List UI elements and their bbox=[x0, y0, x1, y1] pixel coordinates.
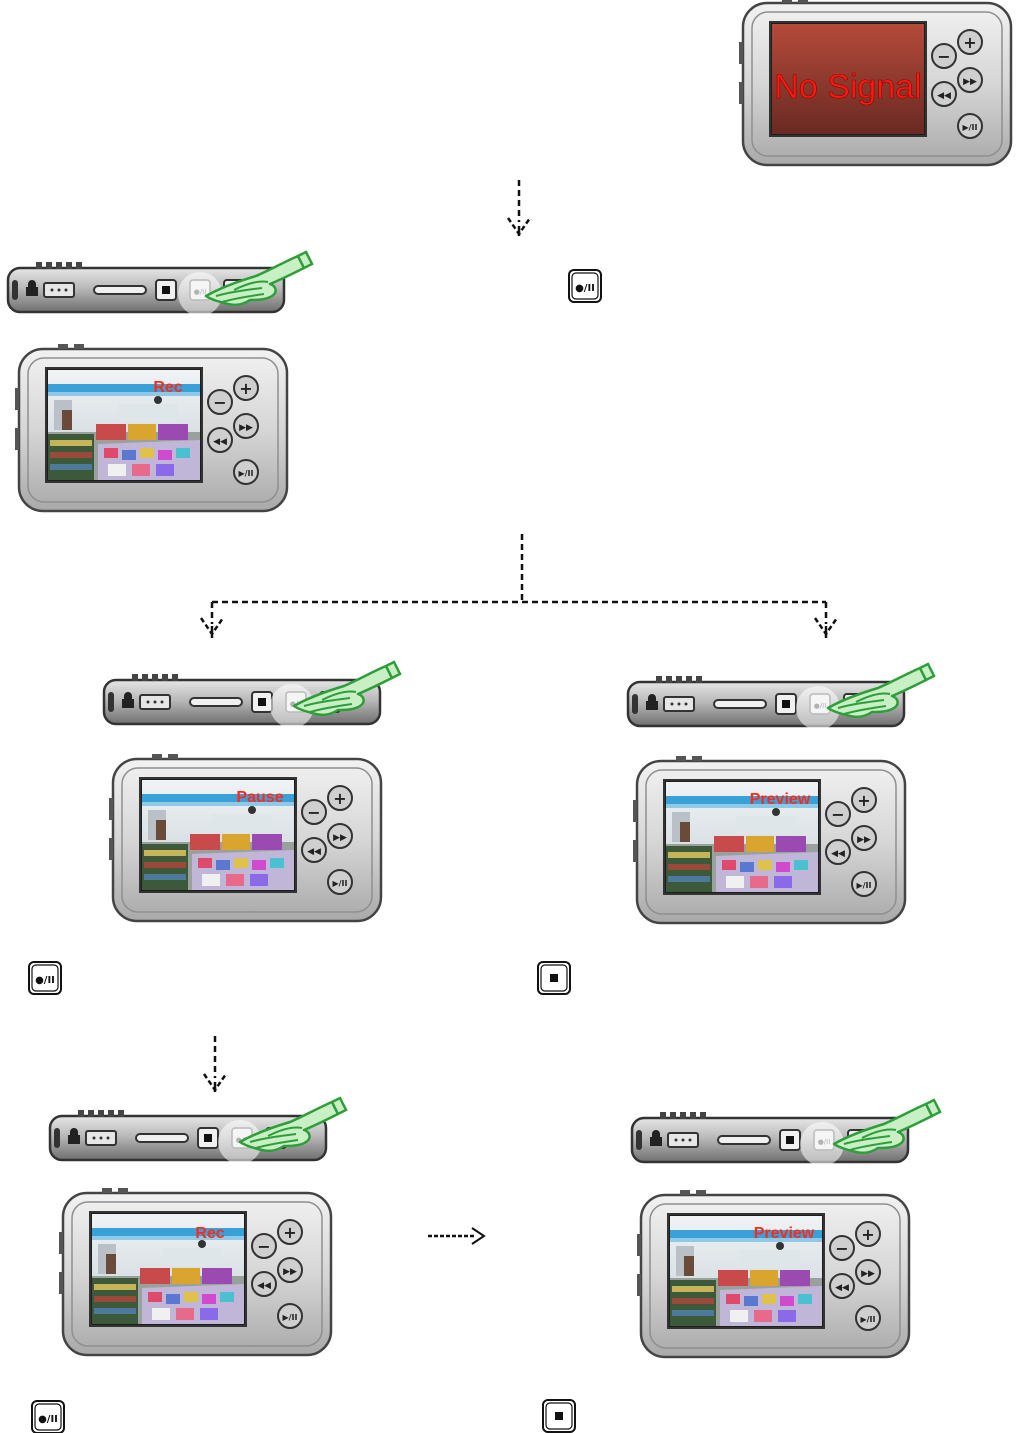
device-no-signal: No Signal bbox=[739, 0, 1011, 165]
device-preview-2: Preview bbox=[637, 1190, 909, 1357]
device-pause: Pause bbox=[109, 754, 381, 921]
flow-arrow-2 bbox=[204, 1036, 226, 1092]
device-preview-1: Preview bbox=[633, 756, 905, 923]
device-rec-2: Rec bbox=[59, 1188, 331, 1355]
device-top-view-preview-2 bbox=[632, 1100, 940, 1166]
record-pause-icon bbox=[29, 962, 61, 994]
flow-arrow-right bbox=[428, 1228, 484, 1244]
stop-icon bbox=[543, 1400, 575, 1432]
no-signal-label: No Signal bbox=[774, 68, 921, 106]
record-pause-icon bbox=[32, 1401, 64, 1433]
record-pause-icon bbox=[569, 270, 601, 302]
device-top-view-preview bbox=[628, 664, 934, 730]
flow-arrow-1 bbox=[508, 180, 530, 236]
branch-connector bbox=[201, 534, 837, 638]
device-rec-1: Rec bbox=[15, 344, 287, 511]
stop-icon bbox=[538, 962, 570, 994]
preview-label: Preview bbox=[754, 1225, 815, 1242]
device-top-view-1 bbox=[8, 252, 312, 316]
device-top-view-rec-2 bbox=[50, 1098, 346, 1164]
preview-label: Preview bbox=[750, 791, 811, 808]
pause-label: Pause bbox=[236, 789, 283, 806]
rec-label: Rec bbox=[153, 379, 182, 396]
device-top-view-pause bbox=[104, 662, 400, 728]
rec-label: Rec bbox=[195, 1225, 224, 1242]
